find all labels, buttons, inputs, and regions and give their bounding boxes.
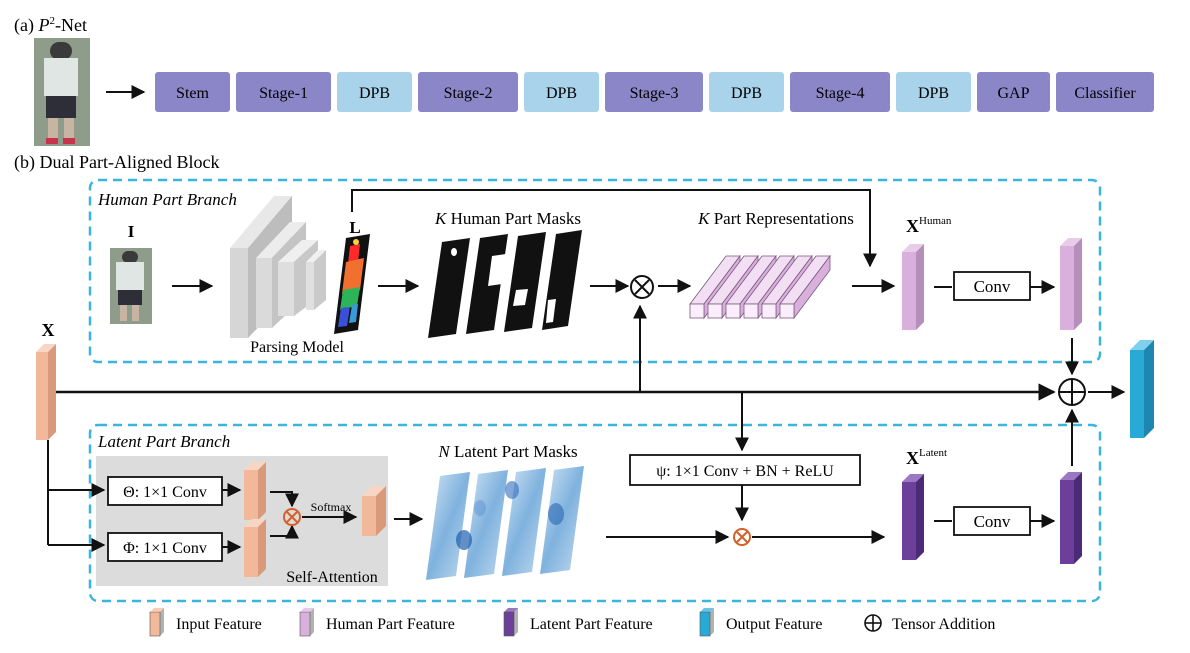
pipeline-block-5: [524, 72, 599, 112]
part-rep-front-4: [743, 303, 759, 319]
person-image-a: [34, 38, 90, 146]
attention-map-feature: [362, 486, 386, 536]
arrow-parse-skip: [351, 189, 877, 268]
phi-conv-label: Φ: 1×1 Conv: [123, 540, 207, 557]
pipeline-block-label-2: Stage-1: [259, 85, 308, 102]
legend-swatch-2: [299, 611, 311, 637]
part-rep-front-6: [779, 303, 795, 319]
softmax-label: Softmax: [311, 500, 352, 514]
theta-feature: [244, 462, 266, 520]
parsing-model-icon: [230, 196, 326, 338]
pipeline-block-label-1: Stem: [176, 85, 209, 102]
pipeline-block-label-7: DPB: [731, 85, 762, 102]
arrow-phi-to-mult: [270, 524, 299, 539]
parse-output-label: L: [349, 218, 360, 237]
panel-b-title: (b) Dual Part-Aligned Block: [14, 152, 219, 173]
part-rep-front-5: [761, 303, 777, 319]
self-attention-label: Self-Attention: [286, 569, 378, 586]
legend-swatch-4: [699, 611, 711, 637]
latent-branch-title: Latent Part Branch: [97, 432, 230, 451]
pipeline-block-1: [155, 72, 230, 112]
theta-conv-label: Θ: 1×1 Conv: [123, 484, 207, 501]
pipeline-block-9: [896, 72, 971, 112]
human-out-feature: [1060, 238, 1082, 330]
legend-swatch-top-3: [504, 608, 518, 612]
conv-box-human: [953, 271, 1031, 301]
legend-swatch-top-2: [300, 608, 314, 612]
legend-swatch-top-1: [150, 608, 164, 612]
multiply-icon-human: [630, 275, 654, 299]
legend-swatch-1: [149, 611, 161, 637]
input-x-feature: [36, 344, 56, 440]
pipeline-block-2: [236, 72, 331, 112]
legend-swatch-side-4: [710, 608, 714, 636]
tensor-addition-icon: [1058, 378, 1086, 406]
legend-swatch-top-4: [700, 608, 714, 612]
human-branch-title: Human Part Branch: [97, 190, 237, 209]
pipeline-block-3: [337, 72, 412, 112]
pipeline-block-label-8: Stage-4: [816, 85, 865, 102]
phi-feature: [244, 519, 266, 577]
output-z-feature: [1130, 340, 1154, 438]
pipeline-block-label-9: DPB: [918, 85, 949, 102]
input-x-label: X: [42, 320, 55, 340]
panel-a-title: (a) P2-Net: [14, 15, 87, 36]
parsing-model-label: Parsing Model: [250, 339, 344, 356]
legend: Input Feature Human Part Feature Latent Pa…: [149, 608, 995, 637]
part-rep-front-3: [725, 303, 741, 319]
pipeline-block-10: [977, 72, 1050, 112]
conv-label-human: Conv: [974, 277, 1011, 296]
pipeline-block-label-11: Classifier: [1074, 85, 1136, 102]
legend-swatch-side-1: [160, 608, 164, 636]
psi-label: ψ: 1×1 Conv + BN + ReLU: [656, 463, 834, 480]
phi-conv-box: [107, 532, 223, 562]
pipeline-blocks: Stem Stage-1 DPB Stage-2 DPB Stage-3 DPB Stage-…: [155, 72, 1154, 112]
legend-label-2: Human Part Feature: [326, 616, 455, 633]
latent-out-feature: [1060, 472, 1082, 564]
pipeline-block-label-6: Stage-3: [630, 85, 679, 102]
self-attention-bg: [96, 456, 388, 586]
legend-swatch-side-3: [514, 608, 518, 636]
pipeline-block-4: [418, 72, 518, 112]
human-part-masks: [428, 230, 582, 338]
part-representations: [689, 254, 831, 320]
latent-masks-label: N Latent Part Masks: [437, 442, 577, 461]
person-image-b: [110, 248, 152, 324]
pipeline-block-label-4: Stage-2: [444, 85, 493, 102]
legend-swatch-3: [503, 611, 515, 637]
latent-branch-box: [88, 423, 1102, 603]
pipeline-block-6: [605, 72, 703, 112]
pipeline-block-label-5: DPB: [546, 85, 577, 102]
latent-part-masks: [426, 466, 584, 580]
x-human-label: XHuman: [906, 215, 952, 236]
input-image-label: I: [128, 222, 135, 241]
human-masks-label: K Human Part Masks: [434, 209, 581, 228]
x-human-feature: [902, 244, 924, 330]
pipeline-block-label-10: GAP: [997, 85, 1029, 102]
multiply-icon-latent: [733, 528, 751, 546]
multiply-icon-attention: [283, 508, 301, 526]
legend-label-3: Latent Part Feature: [530, 616, 653, 633]
legend-label-1: Input Feature: [176, 616, 262, 633]
x-latent-feature: [902, 474, 924, 560]
legend-label-4: Output Feature: [726, 616, 822, 633]
parse-output-map: [334, 234, 370, 334]
legend-swatch-side-2: [310, 608, 314, 636]
pipeline-block-label-3: DPB: [359, 85, 390, 102]
theta-conv-box: [107, 476, 223, 506]
part-reps-label: K Part Representations: [697, 209, 854, 228]
legend-label-5: Tensor Addition: [892, 616, 995, 633]
pipeline-block-8: [790, 72, 890, 112]
pipeline-block-7: [709, 72, 784, 112]
x-latent-label: XLatent: [906, 447, 947, 468]
pipeline-block-11: [1056, 72, 1154, 112]
psi-box: [629, 454, 861, 486]
arrow-theta-to-mult: [270, 491, 299, 508]
part-rep-front-2: [707, 303, 723, 319]
human-branch-box: [88, 178, 1102, 364]
conv-label-latent: Conv: [974, 512, 1011, 531]
part-rep-front-1: [689, 303, 705, 319]
conv-box-latent: [953, 506, 1031, 536]
